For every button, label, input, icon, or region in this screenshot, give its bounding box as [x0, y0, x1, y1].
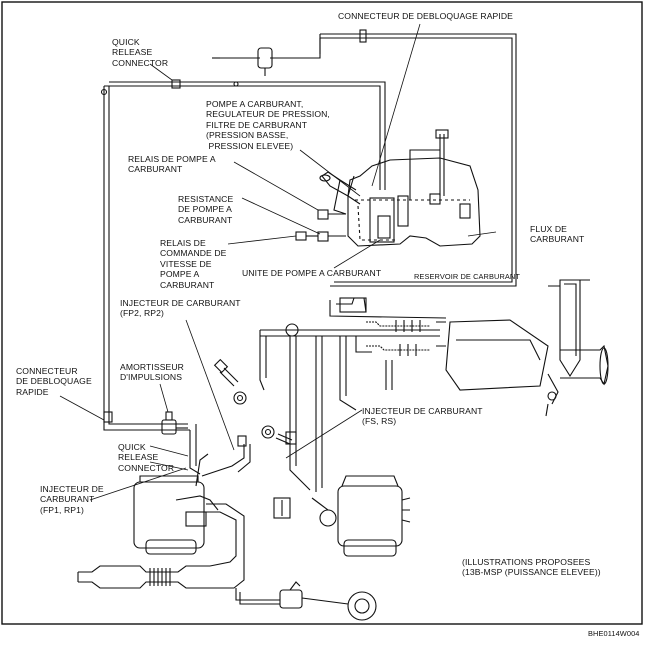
- leader-lines: [59, 23, 497, 501]
- engine-left: [133, 453, 219, 555]
- diagram-border: [1, 1, 643, 625]
- intake-assembly: [445, 279, 609, 417]
- label-injecteur-fp1: INJECTEUR DE CARBURANT (FP1, RP1): [40, 484, 104, 515]
- label-injecteur-fp2: INJECTEUR DE CARBURANT (FP2, RP2): [120, 298, 241, 319]
- damper-assembly: [161, 411, 251, 477]
- label-quick-release-top: QUICK RELEASE CONNECTOR: [112, 37, 169, 68]
- label-unite-pompe: UNITE DE POMPE A CARBURANT: [242, 268, 382, 278]
- connector-symbols: [100, 29, 449, 423]
- label-relais-pompe: RELAIS DE POMPE A CARBURANT: [128, 154, 216, 175]
- label-amortisseur: AMORTISSEUR D'IMPULSIONS: [120, 362, 184, 383]
- engine-right: [273, 475, 411, 557]
- label-image-code: BHE0114W004: [588, 629, 640, 638]
- fuel-tank: [319, 157, 481, 247]
- label-connecteur-left: CONNECTEUR DE DEBLOQUAGE RAPIDE: [16, 366, 92, 397]
- label-relais-commande: RELAIS DE COMMANDE DE VITESSE DE POMPE A…: [160, 238, 227, 290]
- label-resistance: RESISTANCE DE POMPE A CARBURANT: [178, 194, 234, 225]
- label-connecteur-top: CONNECTEUR DE DEBLOQUAGE RAPIDE: [338, 11, 514, 21]
- filter-symbol: [212, 47, 273, 76]
- label-quick-release-bottom: QUICK RELEASE CONNECTOR: [118, 442, 175, 473]
- label-pompe-regulateur: POMPE A CARBURANT, REGULATEUR DE PRESSIO…: [206, 99, 330, 151]
- label-flux: FLUX DE CARBURANT: [530, 224, 585, 245]
- relay-symbols: [295, 209, 346, 242]
- label-reservoir: RESERVOIR DE CARBURANT: [414, 272, 520, 281]
- exhaust-assembly: [77, 503, 377, 621]
- fuel-rails: [213, 297, 447, 492]
- label-illustrations: (ILLUSTRATIONS PROPOSEES (13B-MSP (PUISS…: [462, 557, 601, 578]
- label-injecteur-fs: INJECTEUR DE CARBURANT (FS, RS): [362, 406, 483, 427]
